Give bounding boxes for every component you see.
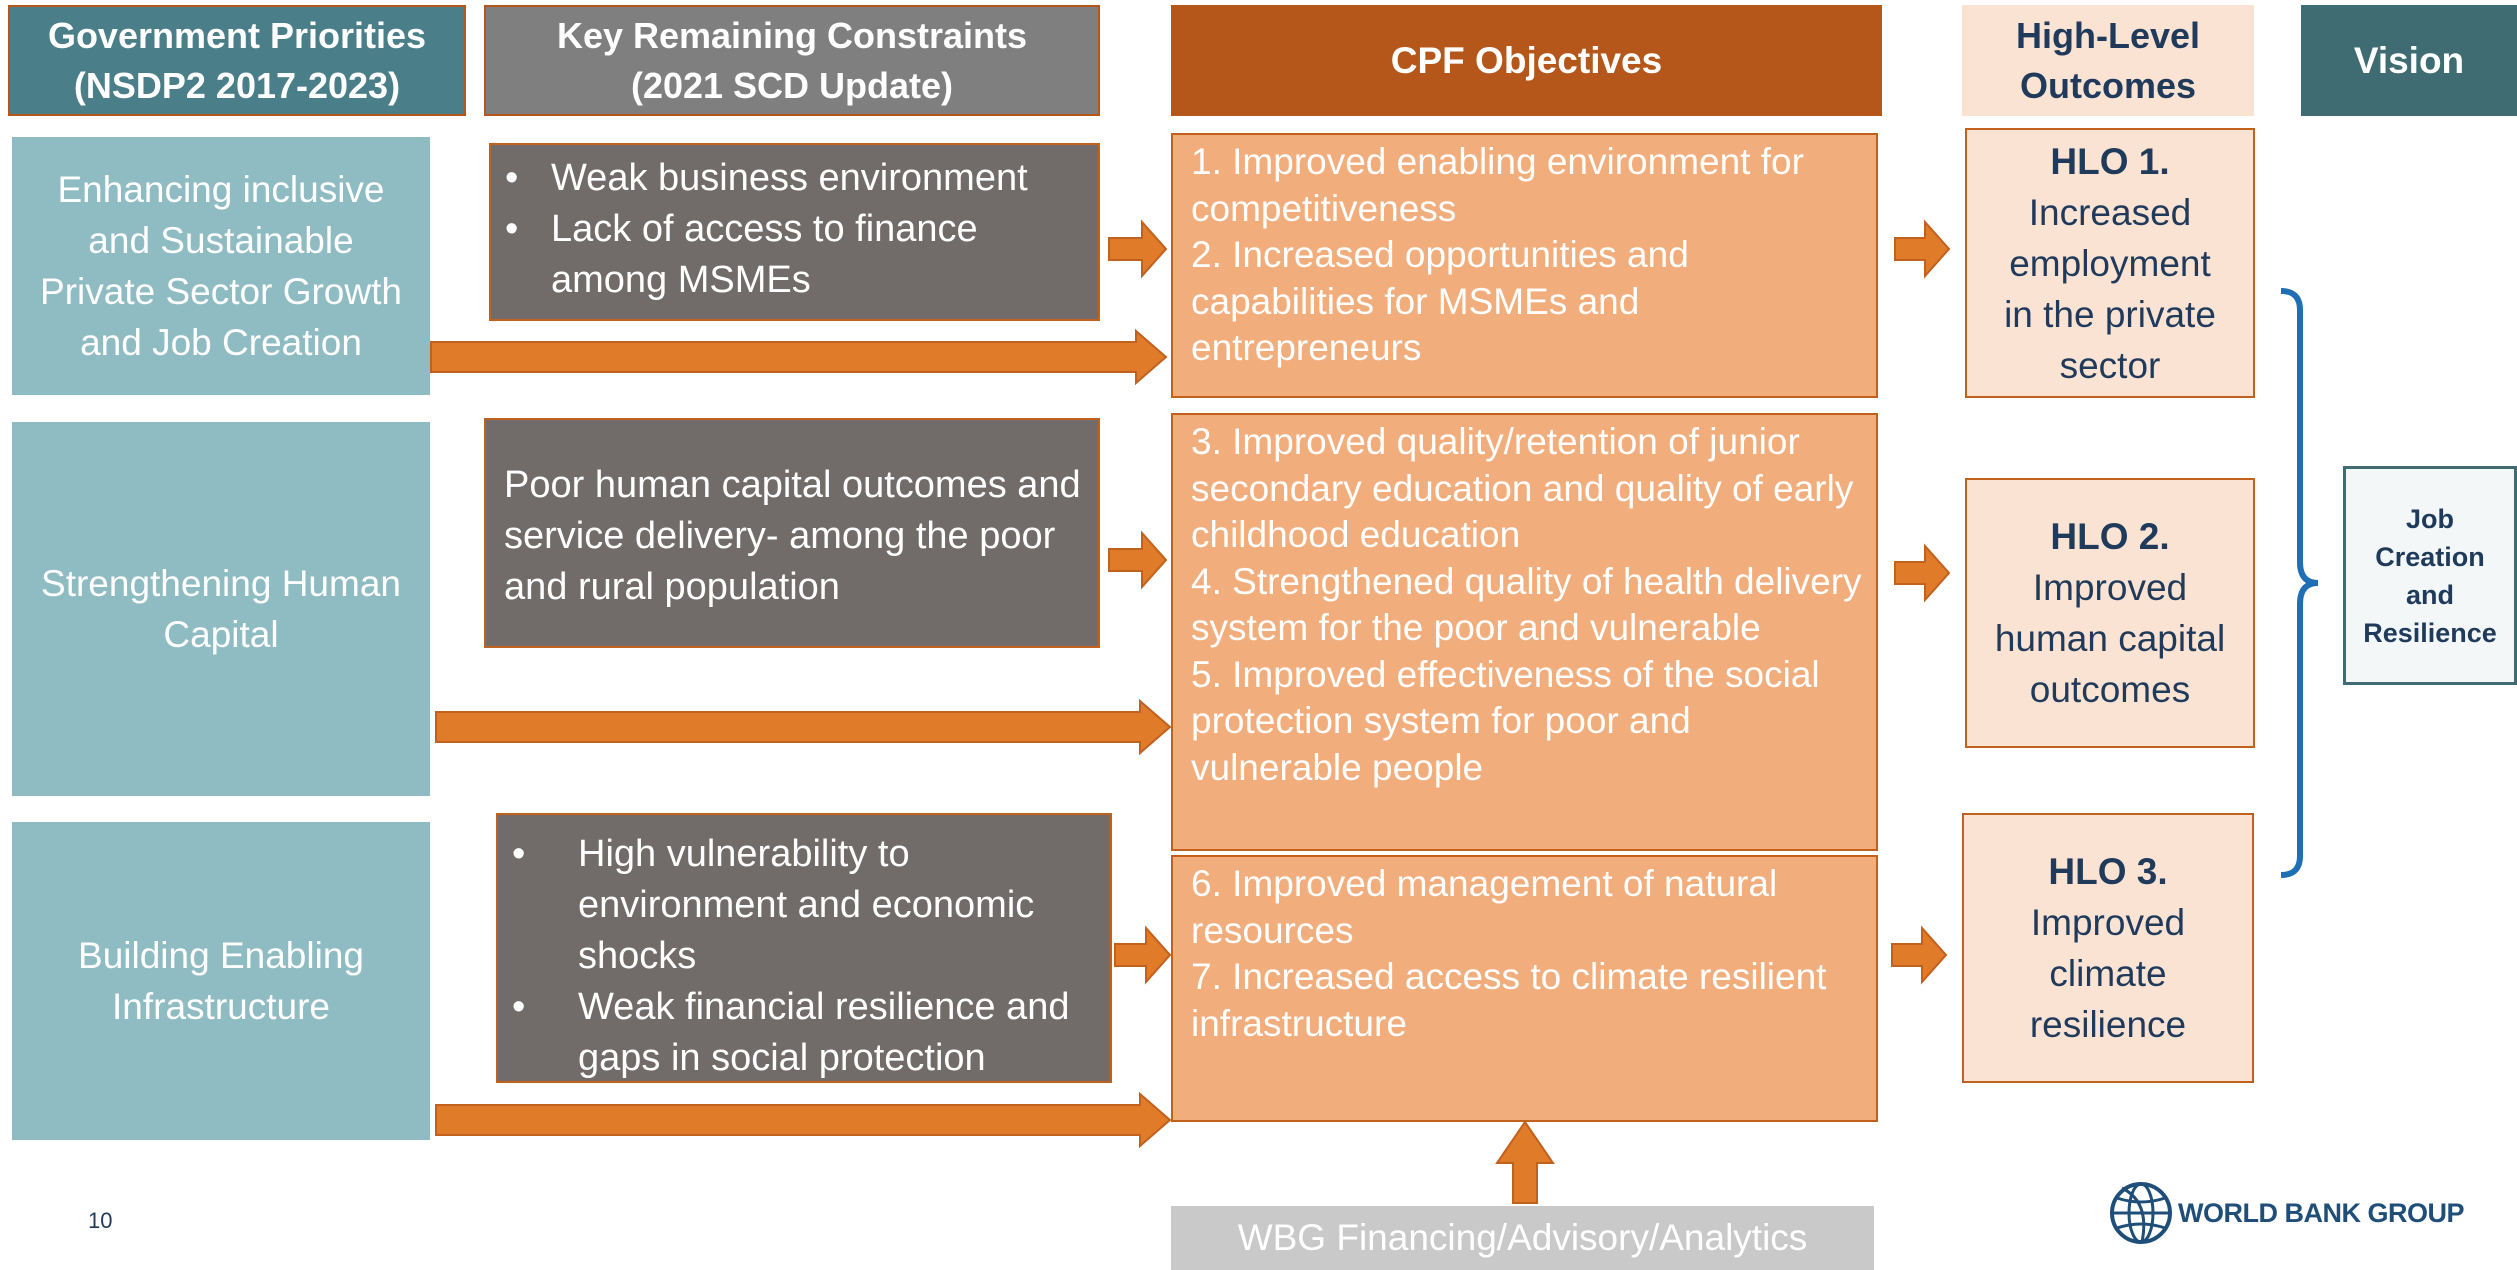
- short-arrow: [1108, 219, 1168, 279]
- header-government-priorities: Government Priorities (NSDP2 2017-2023): [8, 5, 466, 116]
- short-arrow: [1108, 530, 1168, 590]
- priority-label: Building Enabling Infrastructure: [78, 935, 364, 1027]
- constraints-group-3: High vulnerability to environment and ec…: [496, 813, 1112, 1083]
- priority-label: Strengthening Human Capital: [41, 563, 401, 655]
- hlo-description: Improved human capital outcomes: [1994, 567, 2226, 710]
- short-arrow: [1114, 925, 1172, 985]
- globe-icon: [2110, 1182, 2172, 1244]
- vision-text: Job Creation and Resilience: [2363, 503, 2497, 648]
- world-bank-logo: WORLD BANK GROUP: [2108, 1178, 2468, 1248]
- priority-private-sector-growth: Enhancing inclusive and Sustainable Priv…: [12, 137, 430, 395]
- long-arrow: [430, 328, 1168, 386]
- constraints-list-1: Weak business environment Lack of access…: [491, 153, 1098, 306]
- up-arrow: [1495, 1120, 1555, 1204]
- wbg-support-text: WBG Financing/Advisory/Analytics: [1237, 1217, 1808, 1258]
- constraints-list-3: High vulnerability to environment and ec…: [498, 829, 1110, 1084]
- world-bank-logo-text: WORLD BANK GROUP: [2178, 1197, 2464, 1228]
- objectives-text: 6. Improved management of natural resour…: [1191, 863, 1827, 1044]
- hlo-1-box: HLO 1. Increased employment in the priva…: [1965, 128, 2255, 398]
- header-high-level-outcomes-text: High-Level Outcomes: [2015, 14, 2201, 106]
- header-government-priorities-text: Government Priorities (NSDP2 2017-2023): [47, 14, 427, 106]
- long-arrow: [435, 1091, 1172, 1149]
- short-arrow: [1891, 925, 1948, 985]
- hlo-2-box: HLO 2. Improved human capital outcomes: [1965, 478, 2255, 748]
- priority-human-capital: Strengthening Human Capital: [12, 422, 430, 796]
- constraint-item: High vulnerability to environment and ec…: [498, 829, 1110, 982]
- short-arrow: [1894, 219, 1951, 279]
- priority-enabling-infrastructure: Building Enabling Infrastructure: [12, 822, 430, 1140]
- header-vision-text: Vision: [2353, 39, 2465, 81]
- curly-brace: [2280, 288, 2319, 878]
- wbg-support-box: WBG Financing/Advisory/Analytics: [1171, 1206, 1874, 1270]
- header-key-constraints: Key Remaining Constraints (2021 SCD Upda…: [484, 5, 1100, 116]
- constraints-group-2: Poor human capital outcomes and service …: [484, 418, 1100, 648]
- header-key-constraints-text: Key Remaining Constraints (2021 SCD Upda…: [556, 14, 1028, 106]
- objectives-text: 3. Improved quality/retention of junior …: [1191, 421, 1862, 788]
- hlo-description: Improved climate resilience: [2029, 902, 2187, 1045]
- header-vision: Vision: [2301, 5, 2517, 116]
- hlo-title: HLO 2.: [2050, 516, 2170, 557]
- constraint-text: Poor human capital outcomes and service …: [504, 464, 1081, 608]
- hlo-title: HLO 3.: [2048, 851, 2168, 892]
- constraints-group-1: Weak business environment Lack of access…: [489, 143, 1100, 321]
- objectives-text: 1. Improved enabling environment for com…: [1191, 141, 1804, 368]
- long-arrow: [435, 698, 1172, 756]
- short-arrow: [1894, 543, 1951, 603]
- header-cpf-objectives-text: CPF Objectives: [1390, 39, 1663, 81]
- constraint-item: Lack of access to finance among MSMEs: [491, 204, 1098, 306]
- hlo-title: HLO 1.: [2050, 140, 2170, 182]
- header-cpf-objectives: CPF Objectives: [1171, 5, 1882, 116]
- page-number: 10: [88, 1208, 113, 1233]
- vision-box: Job Creation and Resilience: [2343, 466, 2517, 685]
- constraint-item: Weak financial resilience and gaps in so…: [498, 982, 1110, 1084]
- header-high-level-outcomes: High-Level Outcomes: [1962, 5, 2254, 116]
- objectives-group-2: 3. Improved quality/retention of junior …: [1171, 413, 1878, 851]
- constraint-item: Weak business environment: [491, 153, 1098, 204]
- objectives-group-1: 1. Improved enabling environment for com…: [1171, 133, 1878, 398]
- priority-label: Enhancing inclusive and Sustainable Priv…: [40, 169, 402, 363]
- hlo-description: Increased employment in the private sect…: [2004, 191, 2216, 386]
- objectives-group-3: 6. Improved management of natural resour…: [1171, 855, 1878, 1122]
- hlo-3-box: HLO 3. Improved climate resilience: [1962, 813, 2254, 1083]
